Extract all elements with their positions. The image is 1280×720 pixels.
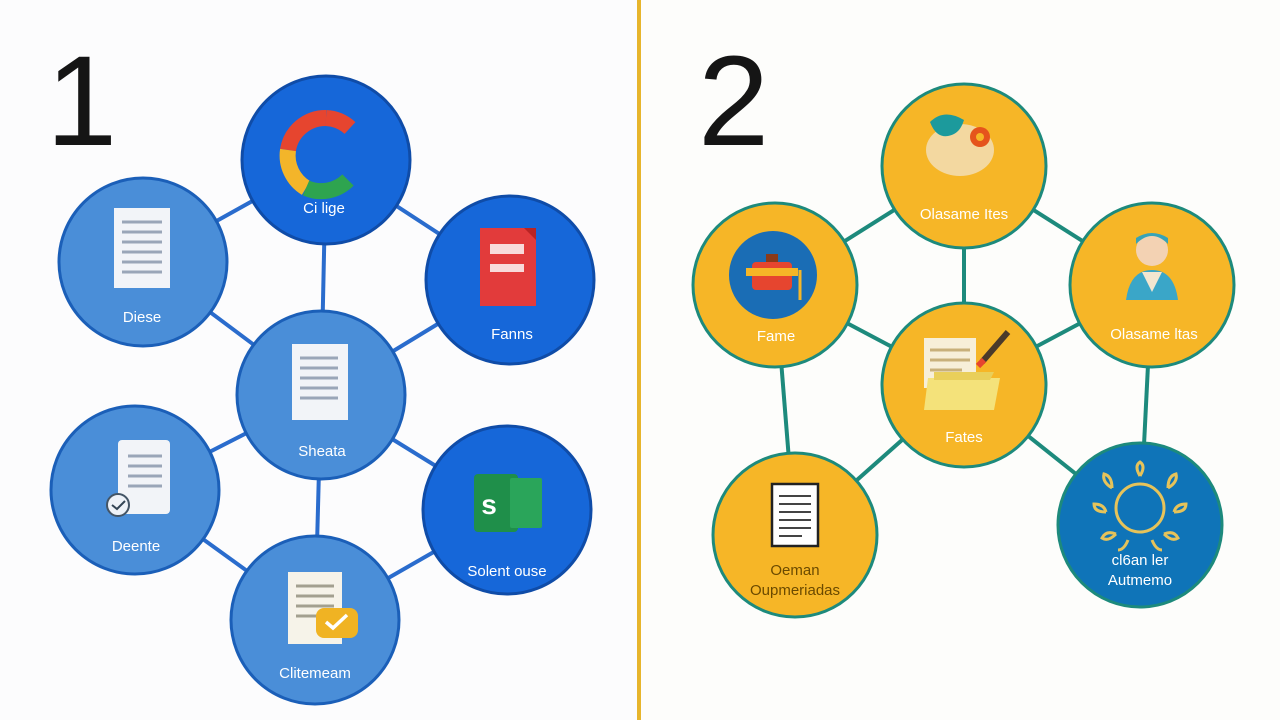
document-icon (114, 208, 170, 288)
node-label: Fates (945, 429, 983, 446)
panel-number: 2 (698, 30, 770, 173)
node-sheata[interactable]: Sheata (235, 309, 407, 481)
google-logo-icon (279, 109, 356, 200)
map-pin-icon (926, 114, 994, 176)
node-label: Olasame ltas (1110, 326, 1198, 343)
diagram-panel-2: 2 Olasame Ites (642, 0, 1280, 720)
node-label-line2: Autmemo (1108, 572, 1172, 589)
svg-text:s: s (481, 489, 497, 520)
node-label: Diese (123, 309, 161, 326)
node-diese[interactable]: Diese (57, 176, 229, 348)
node-label-line1: cl6an ler (1112, 552, 1169, 569)
node-clitemeam[interactable]: Clitemeam (229, 534, 401, 706)
diagram-panel-1: 1 Ci lige (0, 0, 638, 720)
suitcase-icon (729, 231, 817, 319)
node-deente[interactable]: Deente (49, 404, 221, 576)
panel-divider (637, 0, 641, 720)
document-check-icon (288, 572, 358, 644)
node-fanns[interactable]: Fanns (424, 194, 596, 366)
node-label: Sheata (298, 443, 346, 460)
panel-number: 1 (46, 30, 118, 173)
document-share-icon (106, 440, 170, 517)
node-olasame-top[interactable]: Olasame Ites (880, 82, 1048, 250)
sun-ornament-icon (1092, 460, 1188, 552)
node-fates[interactable]: Fates (880, 301, 1048, 469)
network-diagram-1: Ci lige Diese Fann (49, 74, 596, 706)
node-oeman[interactable]: Oeman Oupmeriadas (711, 451, 879, 619)
sheets-icon: s (474, 474, 542, 532)
node-label: Clitemeam (279, 665, 351, 682)
red-form-icon (480, 228, 536, 306)
node-label-line2: Oupmeriadas (750, 582, 840, 599)
node-google[interactable]: Ci lige (240, 74, 412, 246)
person-icon (1126, 233, 1178, 300)
node-fame[interactable]: Fame (691, 201, 859, 369)
node-label-line1: Oeman (770, 562, 819, 579)
node-autmemo[interactable]: cl6an ler Autmemo (1056, 441, 1224, 609)
node-solent[interactable]: s Solent ouse (421, 424, 593, 596)
network-diagram-2: Olasame Ites Fame Olasame ltas (691, 82, 1236, 619)
node-label: Deente (112, 538, 160, 555)
node-label: Ci lige (303, 200, 345, 217)
node-olasame-right[interactable]: Olasame ltas (1068, 201, 1236, 369)
folder-edit-icon (924, 330, 1011, 410)
node-label: Solent ouse (467, 563, 546, 580)
document-icon (292, 344, 348, 420)
node-label: Fame (757, 328, 795, 345)
node-label: Fanns (491, 326, 533, 343)
node-label: Olasame Ites (920, 206, 1008, 223)
document-icon (770, 482, 820, 548)
